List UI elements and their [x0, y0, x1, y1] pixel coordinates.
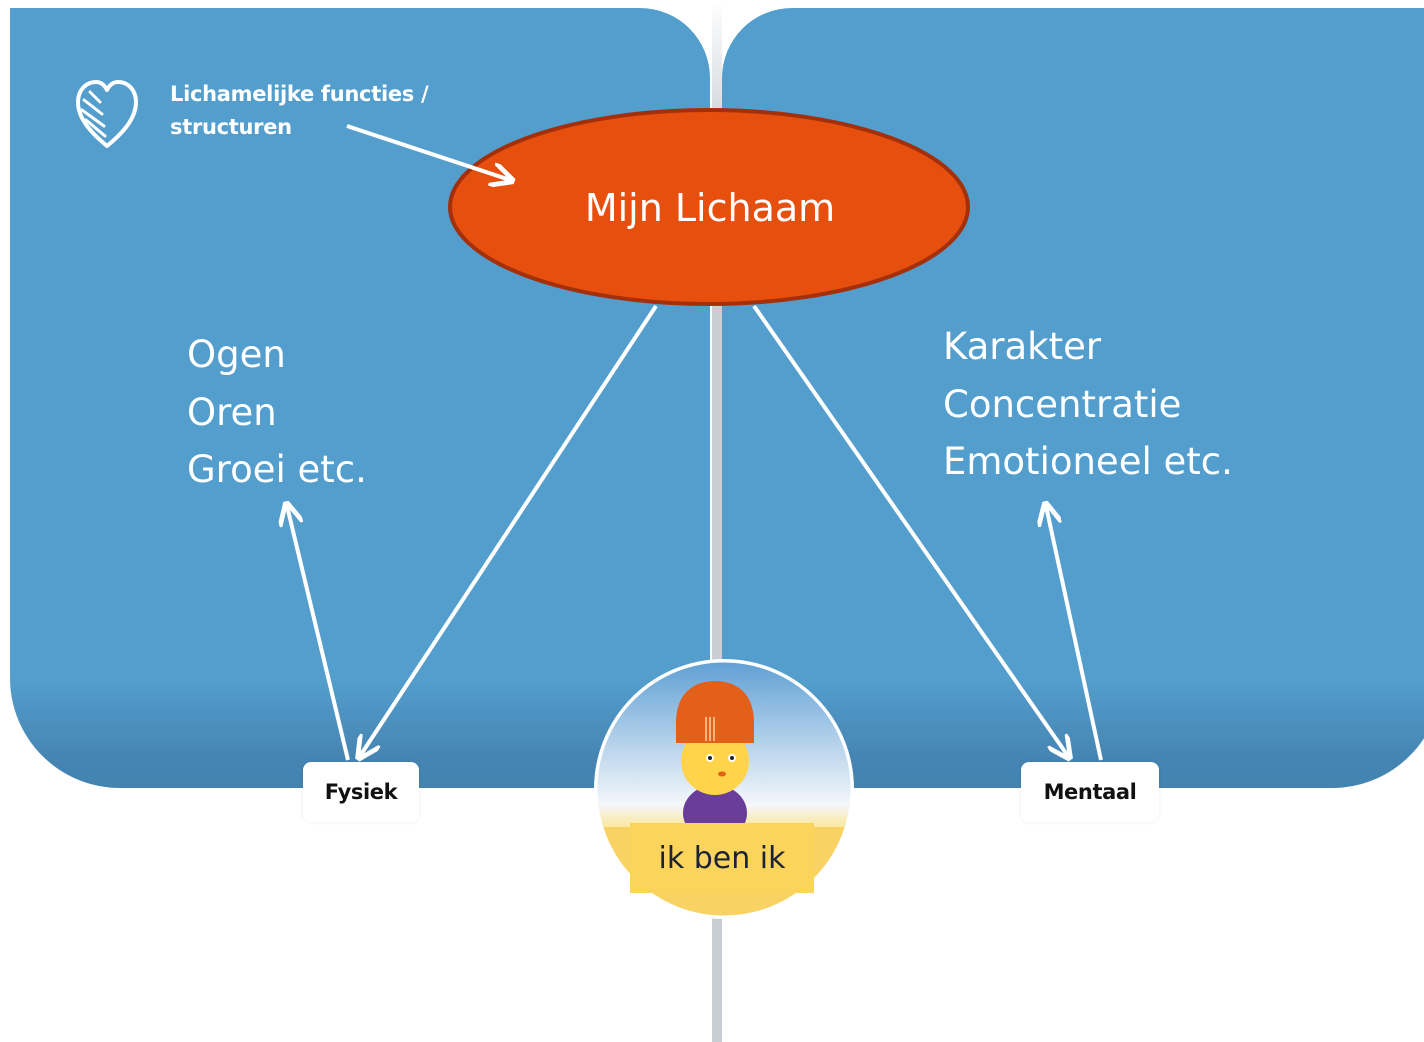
header-label-line1: Lichamelijke functies / [170, 82, 429, 106]
tag-fysiek[interactable]: Fysiek [303, 762, 419, 822]
arrow-to-mentaal [752, 304, 1068, 756]
left-list: Ogen Oren Groei etc. [187, 326, 367, 499]
left-list-item: Groei etc. [187, 448, 367, 491]
right-list-item: Emotioneel etc. [943, 440, 1233, 483]
arrow-to-right-list [1046, 506, 1103, 761]
left-list-item: Ogen [187, 333, 286, 376]
right-list: Karakter Concentratie Emotioneel etc. [943, 318, 1233, 491]
right-list-item: Karakter [943, 325, 1102, 368]
arrow-to-left-list [287, 506, 350, 761]
center-divider-top [712, 0, 722, 110]
heart-leaf-icon [76, 80, 138, 148]
center-divider [712, 0, 722, 1042]
left-list-item: Oren [187, 390, 277, 434]
arrow-to-fysiek [360, 304, 658, 756]
header-label-line2: structuren [170, 115, 292, 139]
header-label: Lichamelijke functies / structuren [170, 78, 429, 144]
avatar-caption: ik ben ik [630, 823, 814, 893]
header-arrow [346, 124, 510, 180]
center-node-ellipse[interactable] [448, 108, 970, 306]
right-list-item: Concentratie [943, 382, 1182, 426]
tag-mentaal[interactable]: Mentaal [1021, 762, 1159, 822]
